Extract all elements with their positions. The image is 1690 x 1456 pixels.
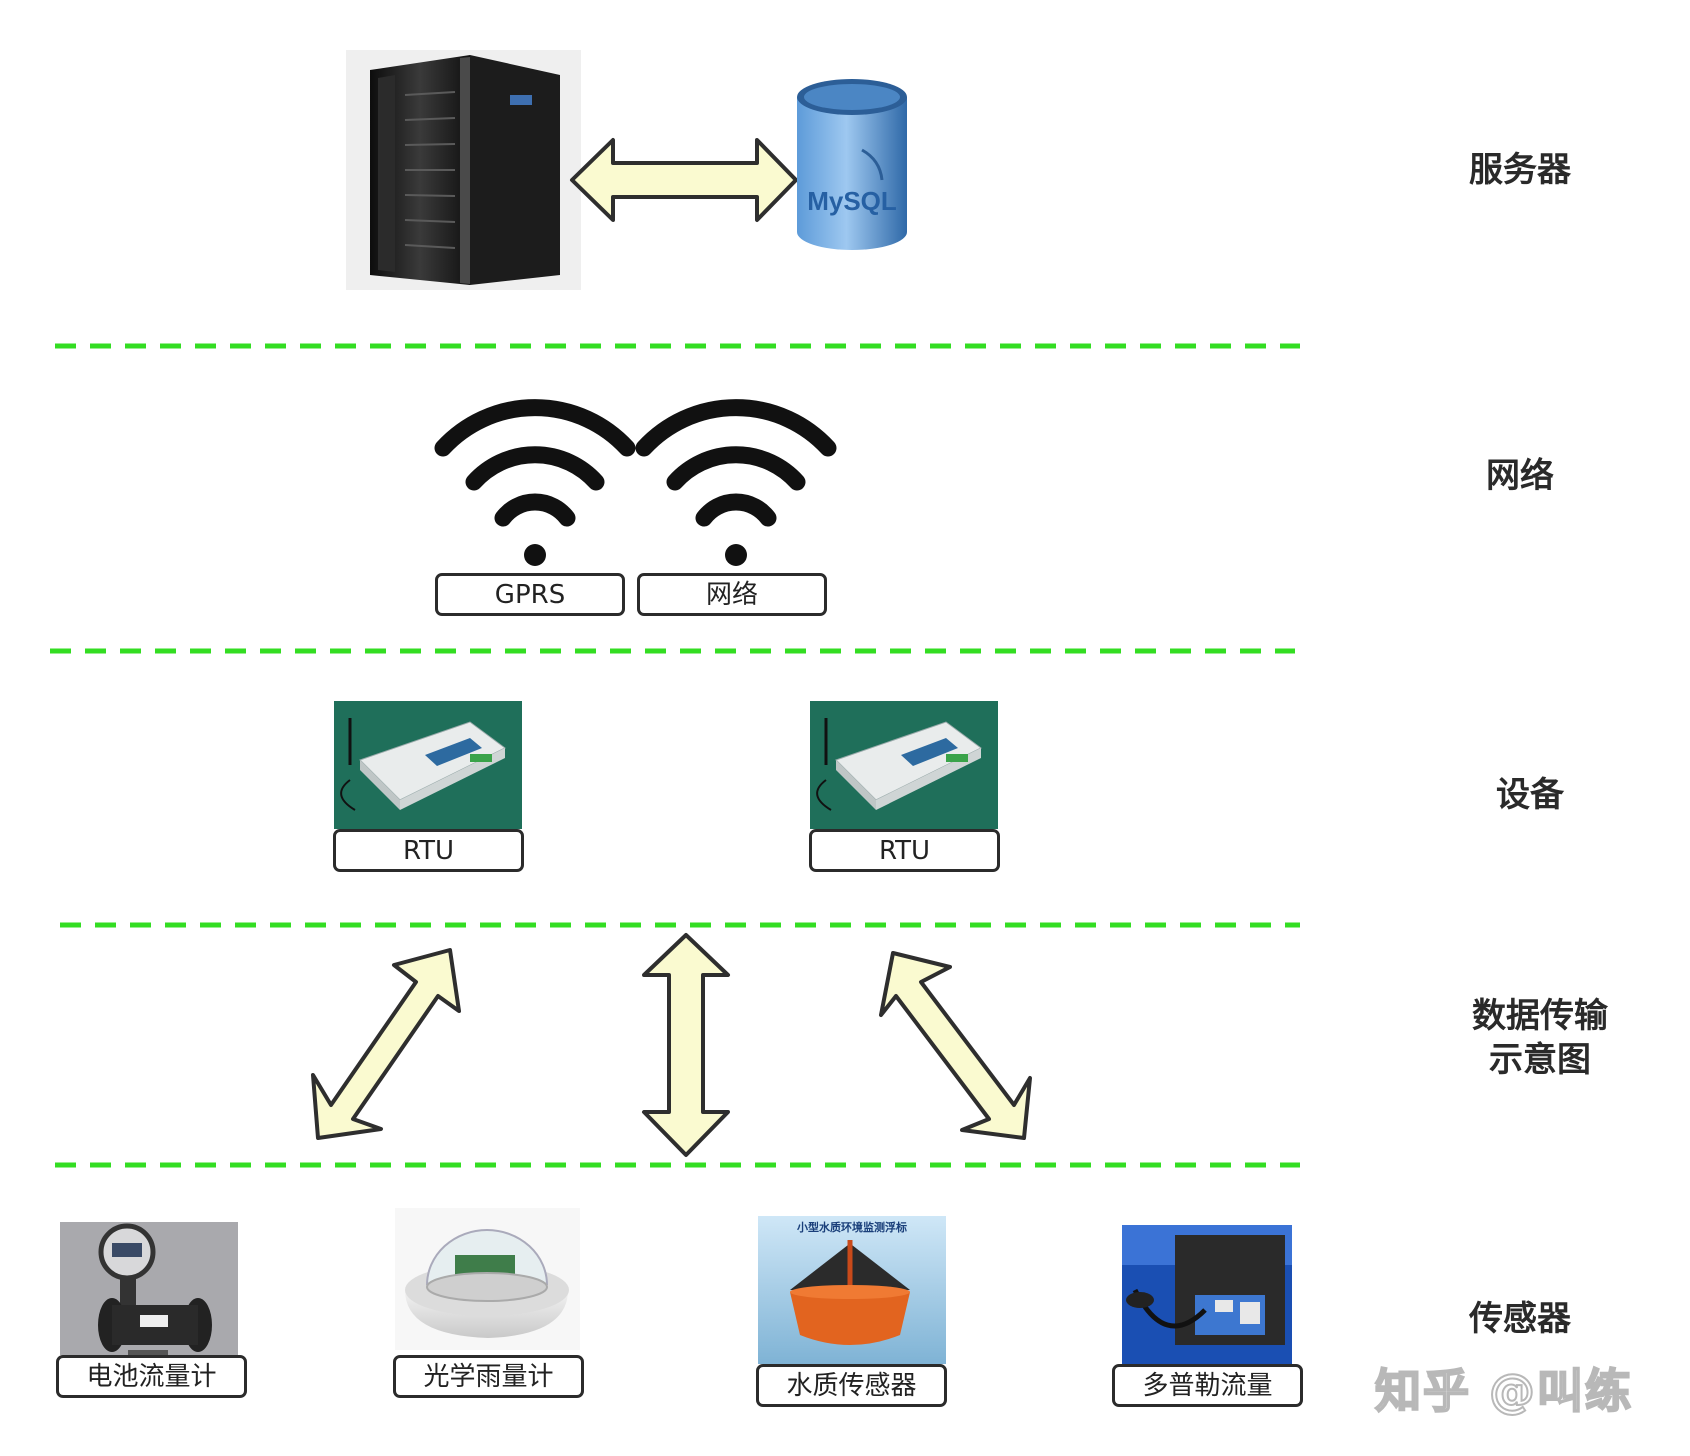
gprs-label: GPRS bbox=[435, 573, 625, 616]
server-db-arrow bbox=[570, 138, 798, 222]
layer-title-device: 设备 bbox=[1496, 775, 1564, 815]
mysql-logo-text: MySQL bbox=[807, 186, 897, 216]
wifi-icon-gprs bbox=[434, 399, 636, 527]
battery-flowmeter-image bbox=[60, 1222, 238, 1356]
transfer-arrow-left bbox=[311, 948, 461, 1140]
sensor-water-quality-label: 水质传感器 bbox=[756, 1364, 947, 1407]
sensor-optical-rain-gauge-label: 光学雨量计 bbox=[393, 1355, 584, 1398]
doppler-flowmeter-image bbox=[1122, 1225, 1292, 1367]
rtu-left-label: RTU bbox=[333, 829, 524, 872]
sensor-battery-flowmeter-label: 电池流量计 bbox=[56, 1355, 247, 1398]
layer-title-network: 网络 bbox=[1486, 456, 1554, 496]
transfer-arrow-right bbox=[879, 951, 1032, 1140]
rtu-right-label: RTU bbox=[809, 829, 1000, 872]
mysql-database-icon: MySQL bbox=[797, 79, 907, 250]
zhihu-watermark: 知乎 @叫练 bbox=[1374, 1363, 1634, 1419]
layer-title-server: 服务器 bbox=[1469, 150, 1571, 190]
water-quality-buoy-image: 小型水质环境监测浮标 bbox=[758, 1216, 946, 1364]
layer-title-transfer: 数据传输 示意图 bbox=[1472, 996, 1608, 1081]
rtu-right-image bbox=[810, 701, 998, 829]
layer-title-sensor: 传感器 bbox=[1469, 1299, 1571, 1339]
network-label: 网络 bbox=[637, 573, 827, 616]
buoy-caption: 小型水质环境监测浮标 bbox=[796, 1220, 907, 1234]
server-rack-image bbox=[346, 50, 581, 290]
sensor-doppler-flow-label: 多普勒流量 bbox=[1112, 1364, 1303, 1407]
rtu-left-image bbox=[334, 701, 522, 829]
optical-rain-gauge-image bbox=[395, 1208, 580, 1350]
transfer-arrow-center bbox=[642, 933, 730, 1157]
wifi-icon-network bbox=[635, 399, 837, 527]
